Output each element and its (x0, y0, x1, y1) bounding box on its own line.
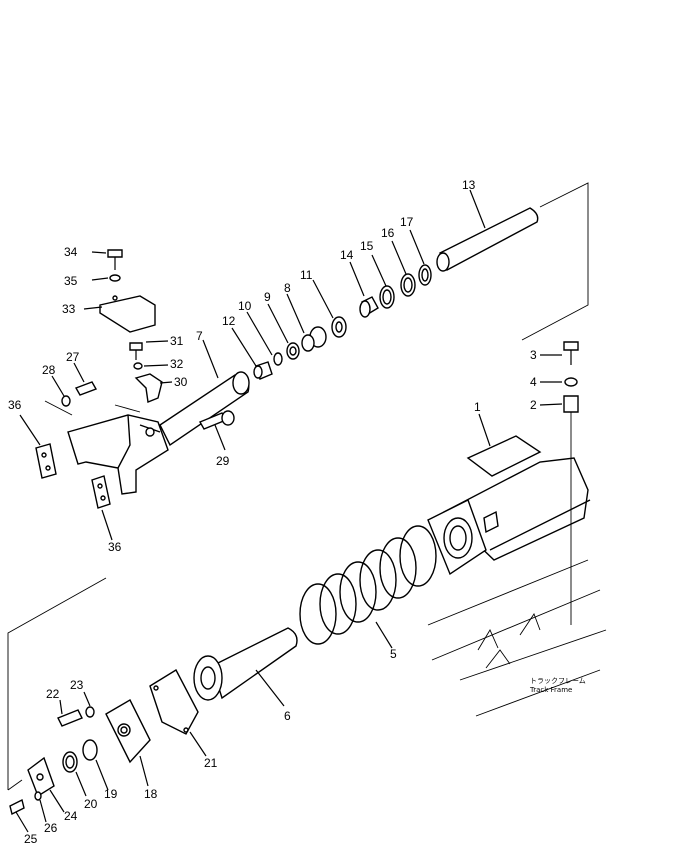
callout-14: 14 (340, 248, 354, 262)
assembly-boundary-lines (7, 182, 589, 791)
parts-22-23-bolt-washer (57, 691, 95, 727)
callout-11: 11 (300, 268, 313, 282)
callout-labels: 1 2 3 4 5 6 7 8 9 10 11 12 13 14 15 16 1… (8, 178, 537, 843)
part-29-pin (198, 410, 235, 451)
callout-24: 24 (64, 809, 78, 823)
track-frame-note: トラックフレーム Track Frame (529, 677, 586, 694)
callout-17: 17 (400, 215, 414, 229)
callout-27: 27 (66, 350, 80, 364)
track-frame-outline (427, 559, 607, 717)
callout-5: 5 (390, 647, 397, 661)
callout-7: 7 (196, 329, 203, 343)
parts-19-20-seal-bearing (62, 739, 109, 797)
callout-13: 13 (462, 178, 476, 192)
part-21-gasket (149, 669, 207, 757)
callout-29: 29 (216, 454, 230, 468)
callout-20: 20 (84, 797, 98, 811)
callout-31: 31 (170, 334, 184, 348)
callout-30: 30 (174, 375, 188, 389)
callout-36-left: 36 (8, 398, 22, 412)
callout-1: 1 (474, 400, 481, 414)
part-1-housing (427, 413, 591, 576)
parts-30-35-clip-bolts (83, 249, 173, 403)
part-13-tube (436, 189, 539, 272)
callout-33: 33 (62, 302, 76, 316)
callout-32: 32 (170, 357, 184, 371)
callout-28: 28 (42, 363, 56, 377)
callout-19: 19 (104, 787, 118, 801)
callout-26: 26 (44, 821, 58, 835)
callout-6: 6 (284, 709, 291, 723)
track-frame-label-jp: トラックフレーム (530, 677, 586, 685)
callout-3: 3 (530, 348, 537, 362)
callout-21: 21 (204, 756, 218, 770)
part-18-cover (105, 699, 151, 787)
callout-15: 15 (360, 239, 374, 253)
parts-14-17-bushing-seals (349, 229, 432, 318)
parts-8-12-nut-washers (231, 279, 347, 380)
callout-25: 25 (24, 832, 38, 843)
callout-10: 10 (238, 299, 252, 313)
callout-22: 22 (46, 687, 60, 701)
callout-8: 8 (284, 281, 291, 295)
parts-24-26-flange-bolt (9, 756, 65, 833)
parts-2-4-bolt-stack (539, 341, 579, 625)
callout-23: 23 (70, 678, 84, 692)
callout-2: 2 (530, 398, 537, 412)
callout-35: 35 (64, 274, 78, 288)
part-6-rod (193, 627, 298, 707)
callout-16: 16 (381, 226, 395, 240)
parts-27-28-bolt-washer (51, 362, 98, 407)
track-frame-label-en: Track Frame (529, 686, 572, 694)
callout-12: 12 (222, 314, 236, 328)
part-5-spring (299, 525, 437, 649)
callout-4: 4 (530, 375, 537, 389)
callout-9: 9 (264, 290, 271, 304)
callout-34: 34 (64, 245, 78, 259)
callout-18: 18 (144, 787, 158, 801)
part-36-pads (19, 414, 113, 541)
part-7-rod-yoke (159, 339, 250, 447)
callout-36-bottom: 36 (108, 540, 122, 554)
bracket-yoke-assembly (67, 414, 169, 495)
